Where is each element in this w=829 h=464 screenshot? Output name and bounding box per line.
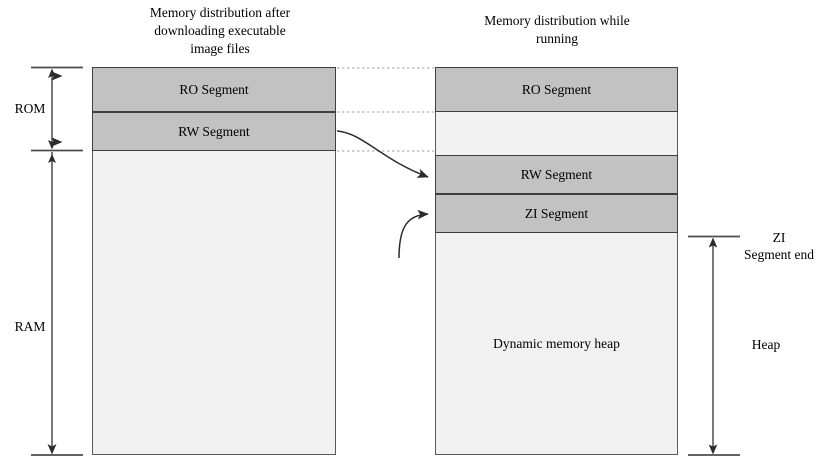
ram-axis-label: RAM bbox=[14, 319, 46, 334]
right-segment-gap bbox=[436, 112, 677, 155]
left-segment-ro: RO Segment bbox=[92, 67, 336, 112]
right-segment-ro: RO Segment bbox=[435, 67, 678, 112]
right-segment-heap: Dynamic memory heap bbox=[436, 233, 677, 454]
right-segment-rw: RW Segment bbox=[435, 155, 678, 194]
left-segment-rw: RW Segment bbox=[92, 112, 336, 151]
right-segment-zi: ZI Segment bbox=[435, 194, 678, 233]
zi-segment-end-label: ZI Segment end bbox=[743, 230, 815, 262]
right-diagram-title: Memory distribution while running bbox=[484, 13, 630, 46]
rom-axis-label: ROM bbox=[14, 101, 46, 116]
left-segment-empty bbox=[93, 150, 335, 454]
heap-axis-label: Heap bbox=[751, 337, 781, 352]
left-diagram-title: Memory distribution after downloading ex… bbox=[149, 5, 291, 56]
